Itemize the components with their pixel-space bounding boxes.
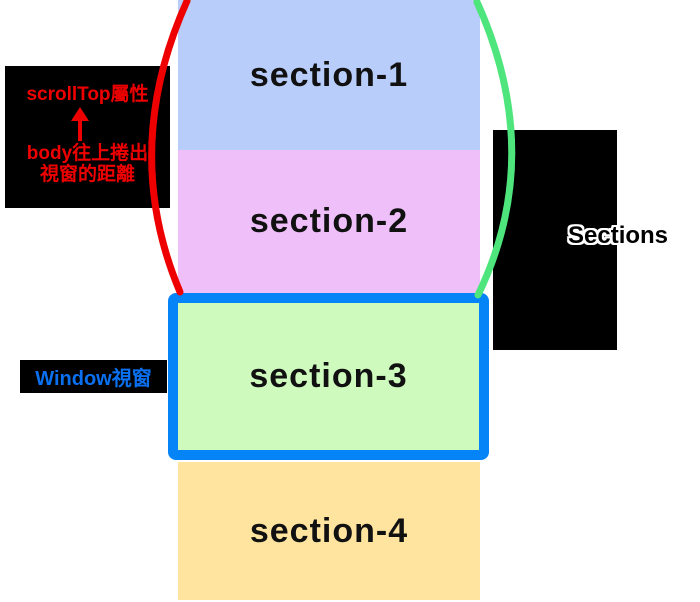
section-2-box: section-2 <box>178 150 480 293</box>
section-4-box: section-4 <box>178 462 480 600</box>
window-label: Window視窗 <box>35 368 152 390</box>
section-4-label: section-4 <box>249 511 409 550</box>
window-viewport-frame: section-3 <box>168 293 489 460</box>
scrolltop-title: scrollTop屬性 <box>26 84 149 105</box>
sections-label: Sections <box>567 221 669 250</box>
window-annotation-box: Window視窗 <box>20 360 167 393</box>
up-arrow-icon <box>5 105 170 143</box>
section-1-label: section-1 <box>249 55 409 94</box>
section-1-box: section-1 <box>178 0 480 150</box>
scrolltop-desc-line2: 視窗的距離 <box>39 164 135 185</box>
section-3-label: section-3 <box>249 357 408 395</box>
section-2-label: section-2 <box>249 202 409 240</box>
scrolltop-annotation-box: scrollTop屬性 body往上捲出 視窗的距離 <box>5 66 170 208</box>
scrolltop-desc-line1: body往上捲出 <box>26 143 149 164</box>
